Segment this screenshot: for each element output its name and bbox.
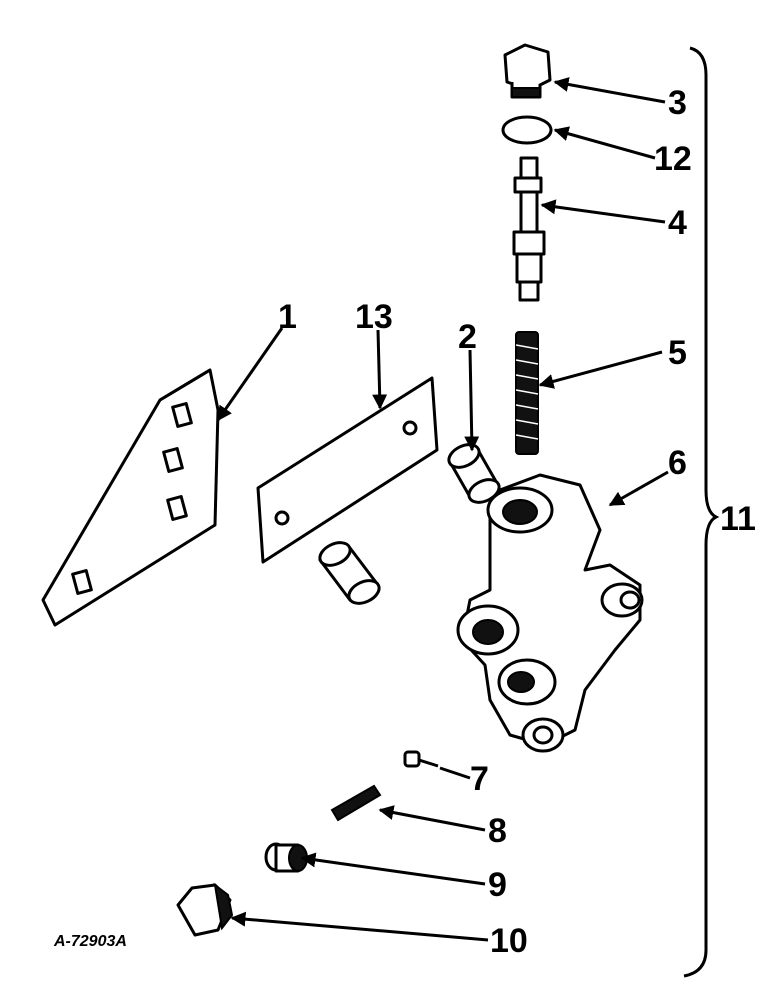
callout-4: 4 [668,204,687,242]
part-9-fitting [264,842,308,873]
callout-6: 6 [668,444,687,482]
callout-3: 3 [668,84,687,122]
spacer-sleeve [318,541,381,605]
figure-id: A-72903A [53,933,127,950]
callout-7: 7 [470,760,489,798]
leader-7 [439,766,471,780]
leader-8 [378,805,486,832]
callout-10: 10 [490,922,528,960]
part-1-mounting-plate [41,368,220,627]
leader-5 [538,350,663,389]
assembly-bracket [683,46,720,978]
leader-2 [464,349,480,452]
leader-10 [230,911,489,942]
callout-2: 2 [458,318,477,356]
part-3-hex-plug [503,43,552,99]
callout-9: 9 [488,866,507,904]
callout-8: 8 [488,812,507,850]
part-12-o-ring [501,115,553,145]
leader-1 [216,327,284,422]
callout-11: 11 [720,500,756,538]
leader-4 [540,199,666,224]
leader-12 [553,126,656,160]
leader-3 [553,77,666,104]
part-8-set-screw [330,784,382,822]
callout-1: 1 [278,298,297,336]
part-7-screw [403,750,439,768]
part-5-spring [515,331,539,455]
part-13-plate [256,376,439,564]
leader-13 [372,329,388,410]
part-4-valve-stem [512,156,546,302]
callout-13: 13 [355,298,393,336]
callout-5: 5 [668,334,687,372]
callout-12: 12 [654,140,692,178]
part-10-hex-plug [176,882,234,937]
part-6-valve-body [456,473,644,753]
leader-9 [300,852,486,886]
leader-6 [608,470,669,507]
